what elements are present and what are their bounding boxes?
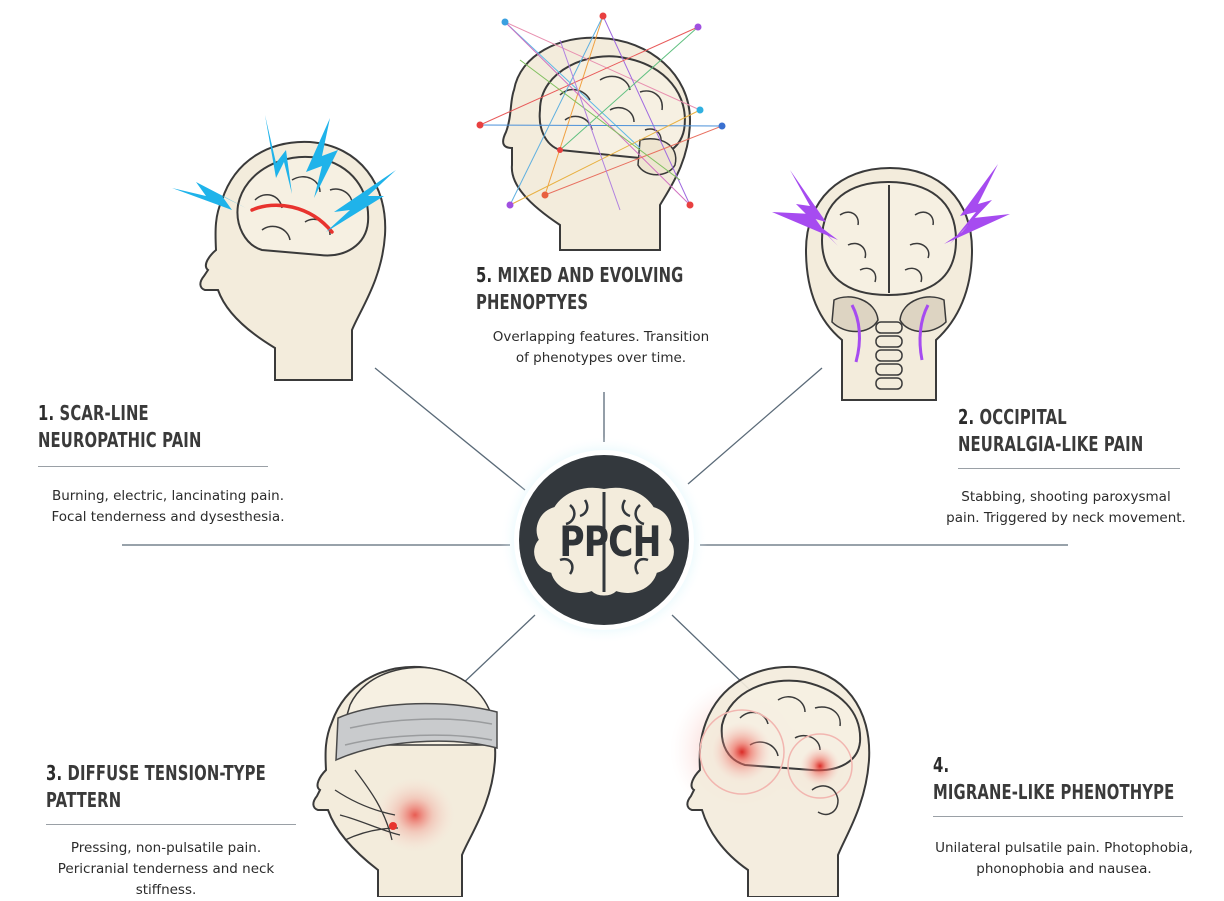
- phenotype-5-label: 5. MIXED AND EVOLVING PHENOPTYES: [476, 262, 756, 316]
- phenotype-1-description: Burning, electric, lancinating pain. Foc…: [18, 486, 318, 528]
- phenotype-4-divider: [933, 816, 1183, 817]
- head-migraine-glow-icon: [670, 667, 869, 897]
- connector-lower-left: [458, 615, 535, 688]
- phenotype-3-divider: [46, 824, 296, 825]
- phenotype-1-divider: [38, 466, 268, 467]
- phenotype-1-label: 1. SCAR-LINE NEUROPATHIC PAIN: [38, 400, 259, 454]
- connector-upper-right: [688, 368, 822, 484]
- phenotype-3-description: Pressing, non-pulsatile pain. Pericrania…: [16, 838, 316, 901]
- phenotype-5-description: Overlapping features. Transition of phen…: [456, 327, 746, 369]
- phenotype-4-label: 4. MIGRANE-LIKE PHENOTHYPE: [933, 752, 1224, 806]
- head-network-mixed-icon: [477, 13, 726, 251]
- phenotype-3-label: 3. DIFFUSE TENSION-TYPE PATTERN: [46, 760, 343, 814]
- phenotype-2-title: 2. OCCIPITAL NEURALGIA-LIKE PAIN: [958, 404, 1143, 458]
- phenotype-1-title: 1. SCAR-LINE NEUROPATHIC PAIN: [38, 400, 201, 454]
- head-back-occipital-icon: [772, 164, 1010, 400]
- phenotype-3-title: 3. DIFFUSE TENSION-TYPE PATTERN: [46, 760, 266, 814]
- phenotype-2-label: 2. OCCIPITAL NEURALGIA-LIKE PAIN: [958, 404, 1209, 458]
- phenotype-2-description: Stabbing, shooting paroxysmal pain. Trig…: [916, 487, 1216, 529]
- phenotype-4-title: 4. MIGRANE-LIKE PHENOTHYPE: [933, 752, 1174, 806]
- phenotype-2-divider: [958, 468, 1180, 469]
- hub-label: PPCH: [557, 512, 664, 572]
- phenotype-5-title: 5. MIXED AND EVOLVING PHENOPTYES: [476, 262, 683, 316]
- connector-upper-left: [375, 368, 525, 490]
- phenotype-4-description: Unilateral pulsatile pain. Photophobia, …: [906, 838, 1222, 880]
- head-lightning-scar-icon: [172, 115, 396, 380]
